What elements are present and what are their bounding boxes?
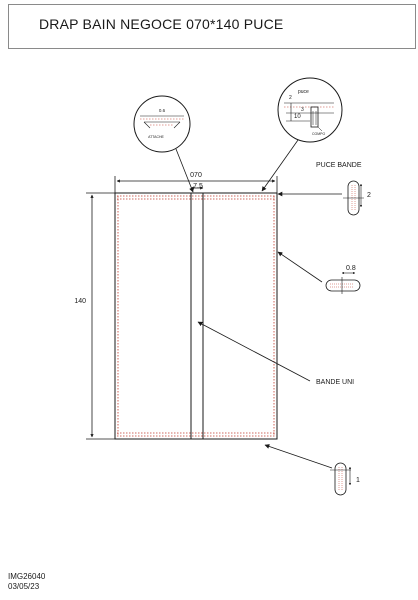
detail-right-b: 3: [301, 107, 304, 113]
detail-right-a: 2: [289, 95, 292, 101]
puce-bande-label: PUCE BANDE: [316, 162, 362, 169]
bottom-detail: [330, 462, 352, 496]
width-label: 070: [190, 172, 202, 179]
leader-side-detail: [277, 251, 323, 283]
detail-right-compo: COMPO: [312, 132, 326, 136]
width-dimension: [114, 176, 278, 193]
footer-ref: IMG26040: [8, 572, 46, 581]
leader-bottom-detail: [264, 444, 333, 469]
detail-right-puce: puce: [298, 89, 309, 95]
leader-right-circle: [261, 139, 299, 192]
page-title: DRAP BAIN NEGOCE 070*140 PUCE: [39, 16, 284, 32]
detail-right-c: 10: [294, 114, 301, 120]
height-dimension: [86, 192, 115, 440]
leader-left-circle: [175, 148, 194, 193]
puce-bande-detail: [343, 180, 364, 216]
detail-circle-right: [277, 77, 343, 143]
footer-date: 03/05/23: [8, 582, 40, 591]
bande-uni-label: BANDE UNI: [316, 379, 354, 386]
detail-circle-left: [133, 95, 191, 153]
leader-bande-uni: [197, 321, 311, 382]
bottom-detail-value: 1: [356, 477, 360, 484]
detail-left-top-value: 0.6: [159, 108, 166, 113]
puce-bande-value: 2: [367, 192, 371, 199]
detail-left-label: ATTACHE: [148, 135, 164, 139]
band-offset-label: 7.5: [193, 183, 203, 190]
hem-stitch: [117, 195, 275, 437]
towel-outline: [114, 192, 278, 440]
side-detail: [325, 271, 361, 294]
side-detail-value: 0.8: [346, 265, 356, 272]
title-box: DRAP BAIN NEGOCE 070*140 PUCE: [8, 4, 416, 49]
height-label: 140: [74, 298, 86, 305]
